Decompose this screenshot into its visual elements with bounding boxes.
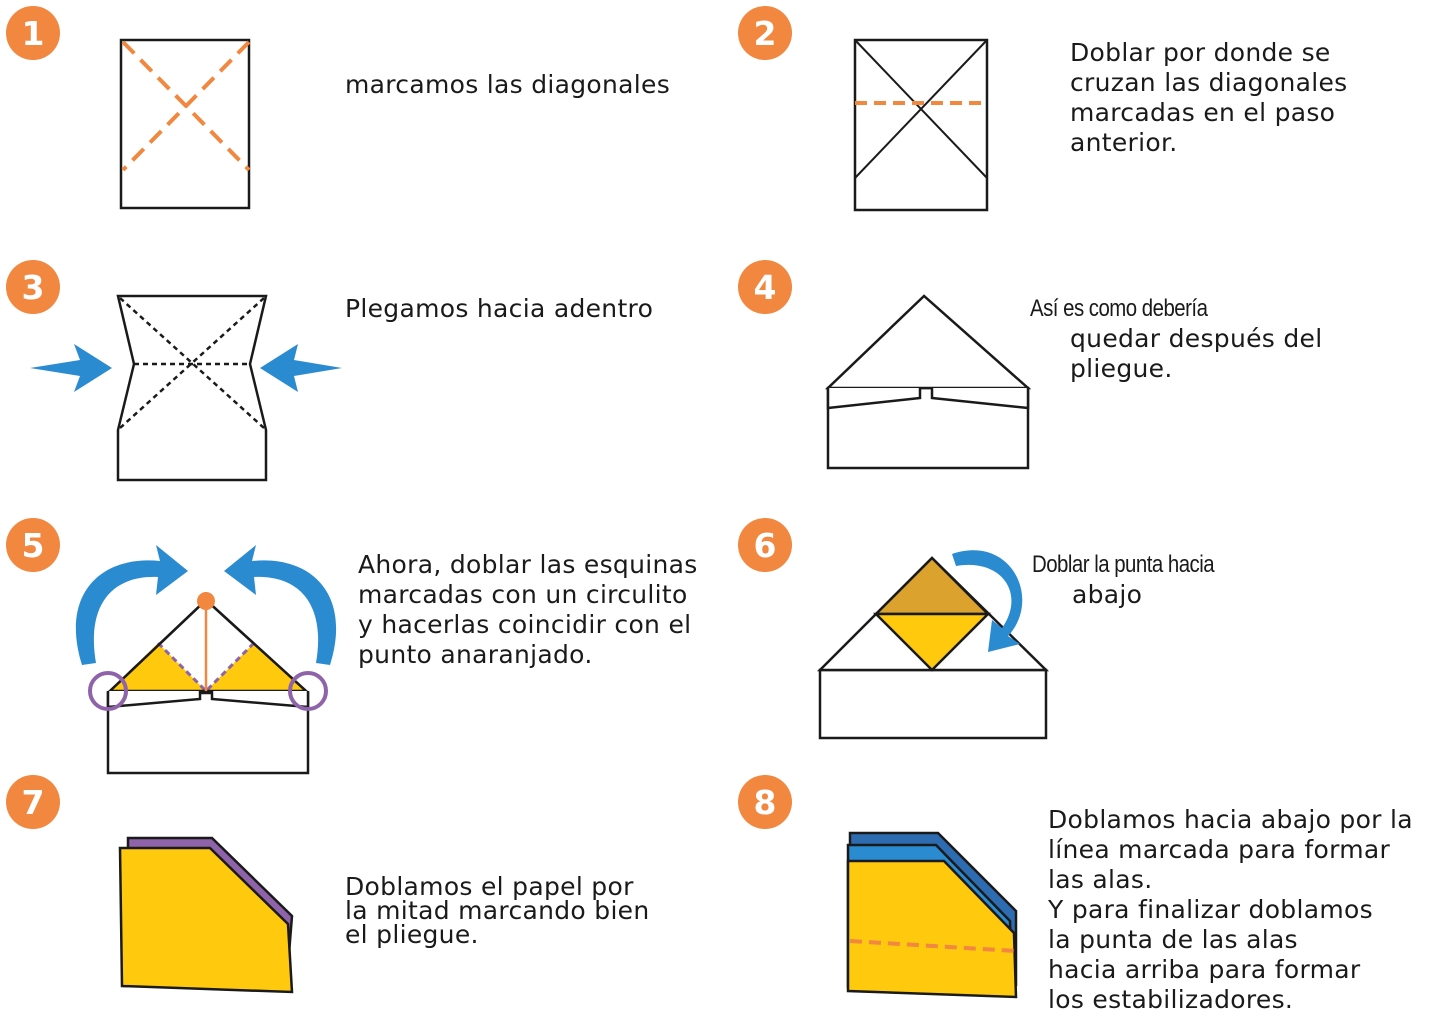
step-8-line: la punta de las alas xyxy=(1048,925,1298,954)
step-5-text: Ahora, doblar las esquinas marcadas con … xyxy=(358,550,698,670)
step-8-line: los estabilizadores. xyxy=(1048,985,1294,1014)
left-arrow-icon xyxy=(30,344,112,392)
step-1-text: marcamos las diagonales xyxy=(345,70,670,100)
step-3-text: Plegamos hacia adentro xyxy=(345,294,653,324)
step-7-line: la mitad marcando bien xyxy=(345,896,650,925)
left-corner-circle-icon xyxy=(88,671,128,711)
step-4-folded-figure xyxy=(824,294,1032,470)
step-3-line: Plegamos hacia adentro xyxy=(345,294,654,323)
step-6-line: Doblar la punta hacia xyxy=(1032,551,1215,578)
step-8-line: Y para finalizar doblamos xyxy=(1048,895,1373,924)
step-2-line: cruzan las diagonales xyxy=(1070,68,1348,97)
step-6-badge: 6 xyxy=(738,518,792,572)
step-3-badge: 3 xyxy=(6,260,60,314)
left-curved-arrow-icon xyxy=(75,545,188,665)
right-corner-circle-icon xyxy=(288,671,328,711)
step-8-wings-figure xyxy=(846,831,1018,999)
step-7-line: Doblamos el papel por xyxy=(345,872,634,901)
step-3-fold-figure xyxy=(30,294,342,482)
right-curved-arrow-icon xyxy=(224,545,337,665)
step-8-line: las alas. xyxy=(1048,865,1153,894)
step-2-paper-figure xyxy=(853,38,989,212)
step-1-badge: 1 xyxy=(6,6,60,60)
step-4-line: quedar después del xyxy=(1070,324,1323,353)
step-5-badge: 5 xyxy=(6,518,60,572)
right-arrow-icon xyxy=(260,344,342,392)
step-5-line: Ahora, doblar las esquinas xyxy=(358,550,698,579)
step-5-line: y hacerlas coincidir con el xyxy=(358,610,692,639)
step-8-text: Doblamos hacia abajo por la línea marcad… xyxy=(1048,805,1413,1015)
step-1-paper-figure xyxy=(119,38,251,210)
orange-point-icon xyxy=(197,592,215,610)
step-6-fold-figure xyxy=(816,550,1050,740)
step-7-line: el pliegue. xyxy=(345,920,479,949)
step-6-line: abajo xyxy=(1072,580,1143,609)
step-2-line: anterior. xyxy=(1070,128,1178,157)
step-4-line: Así es como debería xyxy=(1030,295,1208,322)
curved-arrow-icon xyxy=(952,550,1023,652)
step-5-line: marcadas con un circulito xyxy=(358,580,688,609)
step-8-line: línea marcada para formar xyxy=(1048,835,1391,864)
step-8-line: Doblamos hacia abajo por la xyxy=(1048,805,1413,834)
step-4-badge: 4 xyxy=(738,260,792,314)
step-5-line: punto anaranjado. xyxy=(358,640,593,669)
step-6-text: Doblar la punta hacia abajo xyxy=(1032,550,1246,610)
step-7-text: Doblamos el papel por la mitad marcando … xyxy=(345,872,650,949)
step-5-fold-figure xyxy=(75,545,337,775)
step-1-line: marcamos las diagonales xyxy=(345,70,671,99)
step-2-line: marcadas en el paso xyxy=(1070,98,1336,127)
step-7-folded-figure xyxy=(118,836,294,994)
step-7-badge: 7 xyxy=(6,775,60,829)
step-8-badge: 8 xyxy=(738,775,792,829)
step-2-text: Doblar por donde se cruzan las diagonale… xyxy=(1070,38,1347,158)
step-4-text: Así es como debería quedar después del p… xyxy=(1030,294,1322,384)
step-2-line: Doblar por donde se xyxy=(1070,38,1331,67)
step-8-line: hacia arriba para formar xyxy=(1048,955,1361,984)
step-4-line: pliegue. xyxy=(1070,354,1173,383)
step-2-badge: 2 xyxy=(738,6,792,60)
